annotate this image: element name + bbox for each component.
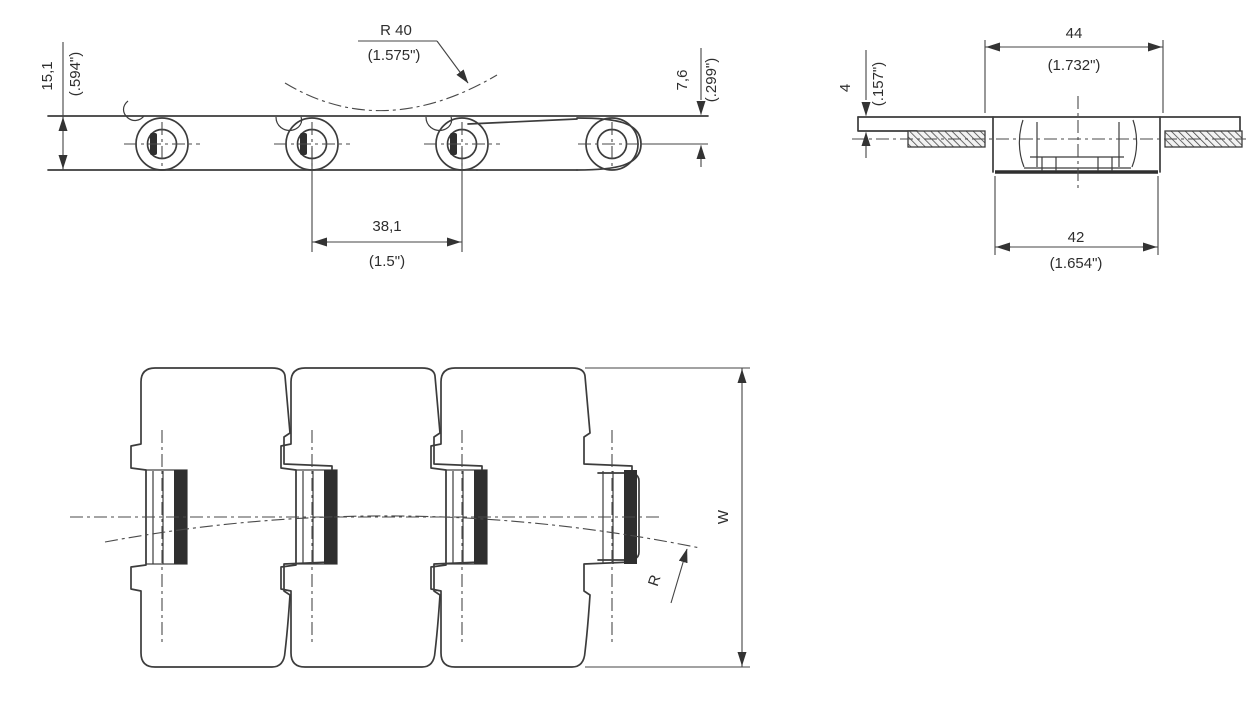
- centerline-end-hole: [578, 122, 646, 166]
- dim-hub-width: 42 (1.654"): [994, 176, 1159, 272]
- cs-hub-walls: [992, 116, 1161, 173]
- dim-top-to-pin-mm: 7,6: [674, 70, 691, 91]
- dim-pitch-in: (1.5"): [369, 253, 405, 270]
- dim-back-radius-mm: R 40: [380, 22, 412, 39]
- dim-sideflex-radius-label: R: [645, 573, 665, 589]
- link-plate-3: [430, 367, 633, 668]
- dim-height: 15,1 (.594"): [39, 42, 84, 170]
- dim-plate-thickness-mm: 4: [837, 84, 854, 92]
- centerline-knuckle-1: [124, 122, 200, 166]
- dim-hub-width-mm: 42: [1068, 229, 1085, 246]
- dim-plate-thickness: 4 (.157"): [837, 50, 887, 158]
- sideflex-arc: [104, 515, 701, 549]
- dim-pitch-mm: 38,1: [372, 218, 401, 235]
- dim-chain-width-label: W: [715, 509, 732, 524]
- knuckle-1: [122, 100, 189, 171]
- dim-hub-width-in: (1.654"): [1050, 255, 1103, 272]
- dim-height-in: (.594"): [67, 52, 84, 97]
- dim-height-mm: 15,1: [39, 61, 56, 90]
- dim-sideflex-radius: R: [645, 548, 688, 604]
- side-view: R 40 (1.575") 15,1 (.594") 7,6 (.299"): [39, 22, 720, 270]
- dim-chain-width: W: [585, 367, 750, 668]
- dim-pitch: 38,1 (1.5"): [311, 148, 463, 270]
- dim-top-width-mm: 44: [1066, 25, 1083, 42]
- dim-top-to-pin: 7,6 (.299"): [641, 48, 720, 167]
- dim-top-width: 44 (1.732"): [984, 25, 1164, 113]
- plan-view: W R: [70, 367, 750, 668]
- cs-left-wing: [857, 116, 918, 132]
- link-plate-1: [130, 367, 333, 668]
- dim-back-radius: R 40 (1.575"): [358, 22, 469, 84]
- end-link-top-edge: [467, 118, 578, 125]
- cs-hub-inner-detail: [1018, 119, 1138, 171]
- link-plate-2: [280, 367, 483, 668]
- dim-top-width-in: (1.732"): [1048, 57, 1101, 74]
- dim-back-radius-in: (1.575"): [368, 47, 421, 64]
- cross-section-view: 44 (1.732") 4 (.157") 42 (1.654"): [837, 25, 1246, 272]
- dim-plate-thickness-in: (.157"): [870, 62, 887, 107]
- back-flex-arc: [284, 74, 498, 112]
- dim-top-to-pin-in: (.299"): [703, 58, 720, 103]
